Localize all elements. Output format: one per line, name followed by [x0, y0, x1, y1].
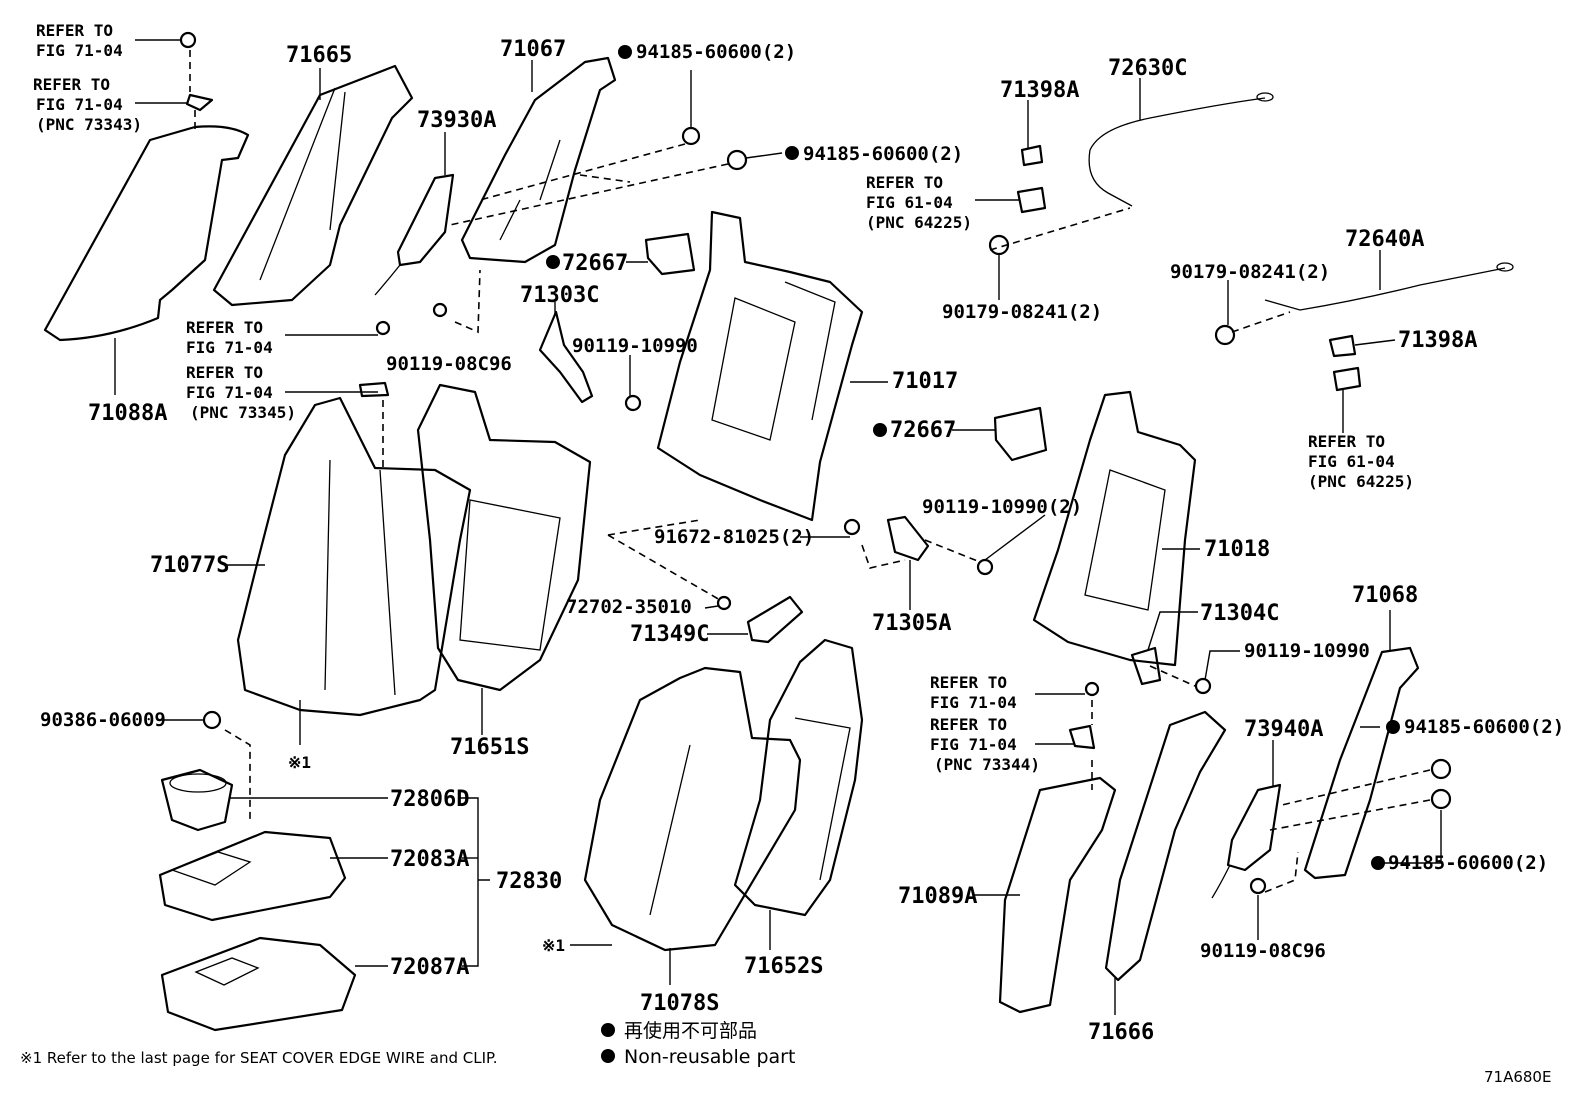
part-number: 71017 — [892, 369, 958, 394]
part-number: 71068 — [1352, 583, 1418, 608]
seatback-pad-71651S — [416, 383, 592, 692]
part-number: 94185-60600(2) — [636, 41, 796, 63]
seatback-pad-71652S — [733, 638, 864, 917]
legend-dot-icon — [601, 1023, 615, 1037]
legend: 再使用不可部品 Non-reusable part — [601, 1020, 795, 1068]
pad-panel-71089A — [998, 776, 1117, 1014]
armrest-pad-72087A — [160, 936, 357, 1032]
cup-holder-72806D — [160, 768, 234, 832]
seatback-cover-71078S — [583, 666, 802, 952]
hinge-bracket-71067 — [460, 56, 617, 264]
airbag-73930A — [396, 173, 455, 267]
part-number: 73940A — [1244, 717, 1323, 742]
part-number: 71304C — [1200, 601, 1279, 626]
legend-en: Non-reusable part — [624, 1046, 795, 1068]
part-number: 71089A — [898, 884, 977, 909]
latch-71304C — [1130, 646, 1162, 686]
part-number: 90119-10990(2) — [922, 496, 1082, 518]
hinge-71303C — [538, 310, 594, 404]
cable-72640A — [1264, 267, 1506, 311]
armrest-72083A — [158, 830, 347, 922]
part-number: 90119-08C96 — [1200, 940, 1326, 962]
part-number: 71652S — [744, 954, 823, 979]
part-number: 71078S — [640, 991, 719, 1016]
non-reusable-dot — [785, 146, 799, 160]
clip-71398A-a — [1020, 144, 1044, 167]
part-number: 90119-10990 — [1244, 640, 1370, 662]
part-number: 71305A — [872, 611, 951, 636]
non-reusable-dot — [1371, 856, 1385, 870]
clip-72667-b — [993, 406, 1048, 462]
non-reusable-dot — [546, 255, 560, 269]
part-number: 90179-08241(2) — [942, 301, 1102, 323]
cable-72630C — [1088, 97, 1266, 207]
footnote: ※1 Refer to the last page for SEAT COVER… — [20, 1049, 497, 1067]
part-number: 94185-60600(2) — [803, 143, 963, 165]
seatback-frame-71017 — [656, 210, 864, 522]
part-number: 71018 — [1204, 537, 1270, 562]
part-number: 91672-81025(2) — [654, 526, 814, 548]
part-number: 71088A — [88, 401, 167, 426]
reference-mark: ※1 — [542, 936, 565, 955]
cover-71349C — [746, 595, 804, 644]
part-number: 72830 — [496, 869, 562, 894]
part-number: 71067 — [500, 37, 566, 62]
part-number: 90179-08241(2) — [1170, 261, 1330, 283]
non-reusable-markers — [546, 45, 1400, 870]
part-number: 72640A — [1345, 227, 1424, 252]
part-number: 71349C — [630, 622, 709, 647]
side-panel-71666 — [1104, 710, 1227, 982]
clip-72667-a — [644, 232, 696, 276]
part-number: 73930A — [417, 108, 496, 133]
leader-lines — [114, 39, 1442, 1015]
bracket-71305A — [886, 515, 930, 562]
part-number: 90119-10990 — [572, 335, 698, 357]
side-panel-71665 — [212, 64, 414, 307]
part-number: 72667 — [562, 251, 628, 276]
seatback-pad-71088A — [43, 125, 250, 342]
figure-code: 71A680E — [1484, 1068, 1551, 1086]
non-reusable-dot — [618, 45, 632, 59]
part-number: 72087A — [390, 955, 469, 980]
seatback-frame-71018 — [1032, 390, 1197, 667]
part-number: 72806D — [390, 787, 469, 812]
part-number: 72667 — [890, 418, 956, 443]
part-number: 90119-08C96 — [386, 353, 512, 375]
part-number: 72630C — [1108, 56, 1187, 81]
part-number: 71398A — [1000, 78, 1079, 103]
legend-dot-icon — [601, 1049, 615, 1063]
legend-jp: 再使用不可部品 — [624, 1020, 757, 1042]
part-number: 71666 — [1088, 1020, 1154, 1045]
assembly-lines — [189, 50, 1431, 893]
reference-mark: ※1 — [288, 753, 311, 772]
non-reusable-dot — [873, 423, 887, 437]
part-number: 72702-35010 — [566, 596, 692, 618]
part-number: 72083A — [390, 847, 469, 872]
part-number: 71398A — [1398, 328, 1477, 353]
part-number: 94185-60600(2) — [1404, 716, 1564, 738]
part-number: 90386-06009 — [40, 709, 166, 731]
hinge-bracket-71068 — [1303, 646, 1420, 880]
airbag-73940A — [1226, 783, 1282, 872]
seatback-cover-71077S — [236, 396, 472, 717]
part-number: 71303C — [520, 283, 599, 308]
clip-71398A-b — [1328, 334, 1357, 358]
non-reusable-dot — [1386, 720, 1400, 734]
part-number: 71651S — [450, 735, 529, 760]
part-number: 94185-60600(2) — [1388, 852, 1548, 874]
part-number: 71665 — [286, 43, 352, 68]
part-number: 71077S — [150, 553, 229, 578]
